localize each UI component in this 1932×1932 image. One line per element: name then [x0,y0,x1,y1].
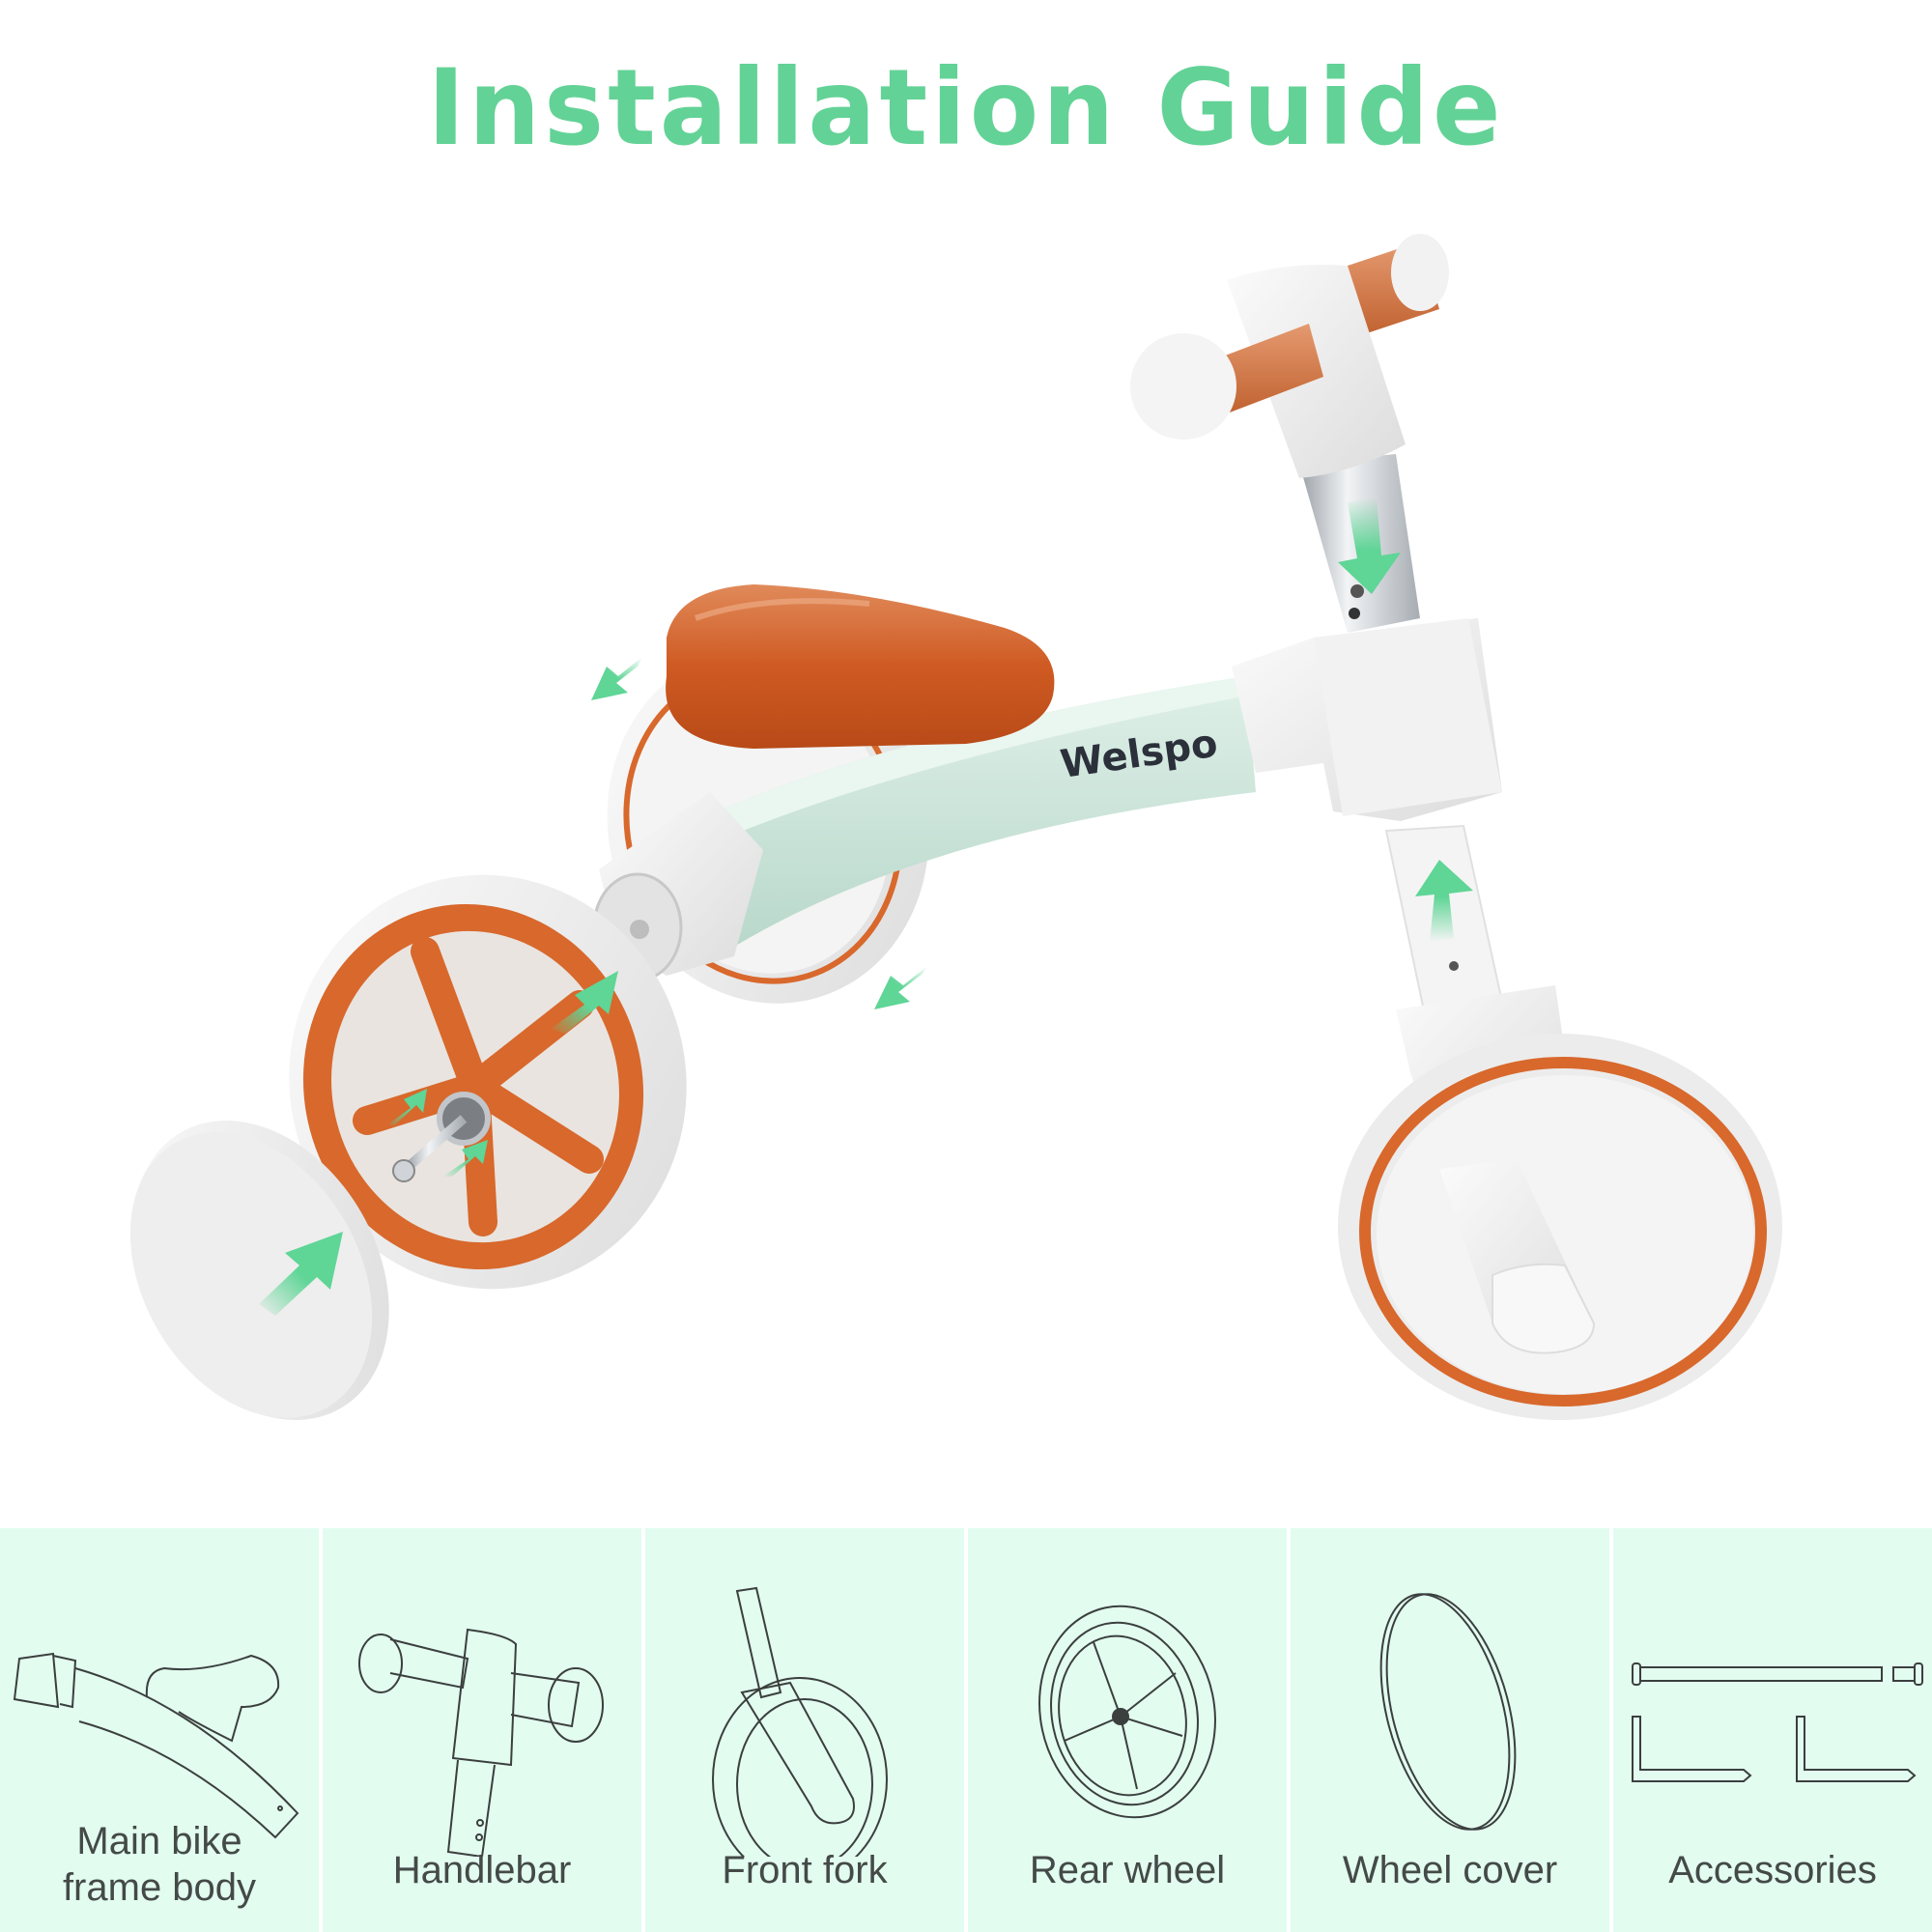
bearing-arrow-2-icon [442,1140,488,1177]
main-frame [592,618,1502,982]
part-frame: Main bike frame body [0,1528,319,1932]
hex-key-icon-2 [1796,1716,1917,1782]
axle-bolt-icon [1632,1662,1883,1686]
wheel-cover-drawing-icon [1379,1593,1517,1831]
front-fork-drawing-icon [712,1586,888,1857]
part-label: Wheel cover [1342,1849,1558,1891]
part-label: Main bike frame body [62,1820,257,1909]
rear-left-wheel-arrow-icon [591,657,642,700]
wheel-cover [129,1121,389,1420]
part-handlebar: Handlebar [323,1528,641,1932]
parts-list: Main bike frame body Handlebar Front for… [0,1528,1932,1932]
wheel-cover-arrow-icon [259,1232,343,1316]
fork-insert-arrow-icon [1415,860,1473,942]
part-accessories: Accessories [1613,1528,1932,1932]
part-wheel-cover: Wheel cover [1291,1528,1609,1932]
handlebar-drawing-icon [358,1628,604,1857]
screw-icon [1892,1662,1923,1686]
bike-illustration: Welspo [129,234,1782,1420]
part-label: Handlebar [392,1849,572,1891]
axle-insert-arrow-icon [551,971,618,1034]
seat [666,584,1055,749]
rear-wheel-front [289,874,687,1290]
part-rear-wheel: Rear wheel [968,1528,1287,1932]
part-label: Accessories [1668,1849,1877,1891]
hex-key-icon-1 [1632,1716,1752,1782]
bearing-arrow-1-icon [386,1089,427,1125]
handlebar-insert-arrow-icon [1338,497,1401,594]
rear-wheel-drawing-icon [1038,1605,1216,1819]
front-wheel [1338,1034,1782,1420]
handlebar-assembly [1130,234,1449,633]
part-label: Rear wheel [1029,1849,1226,1891]
page-title: Installation Guide [427,44,1505,170]
accessories-drawing-icon [1632,1662,1923,1782]
part-front-fork: Front fork [645,1528,964,1932]
rear-right-wheel-arrow-icon [874,966,927,1009]
frame-drawing-icon [13,1652,299,1839]
part-label: Front fork [722,1849,888,1891]
